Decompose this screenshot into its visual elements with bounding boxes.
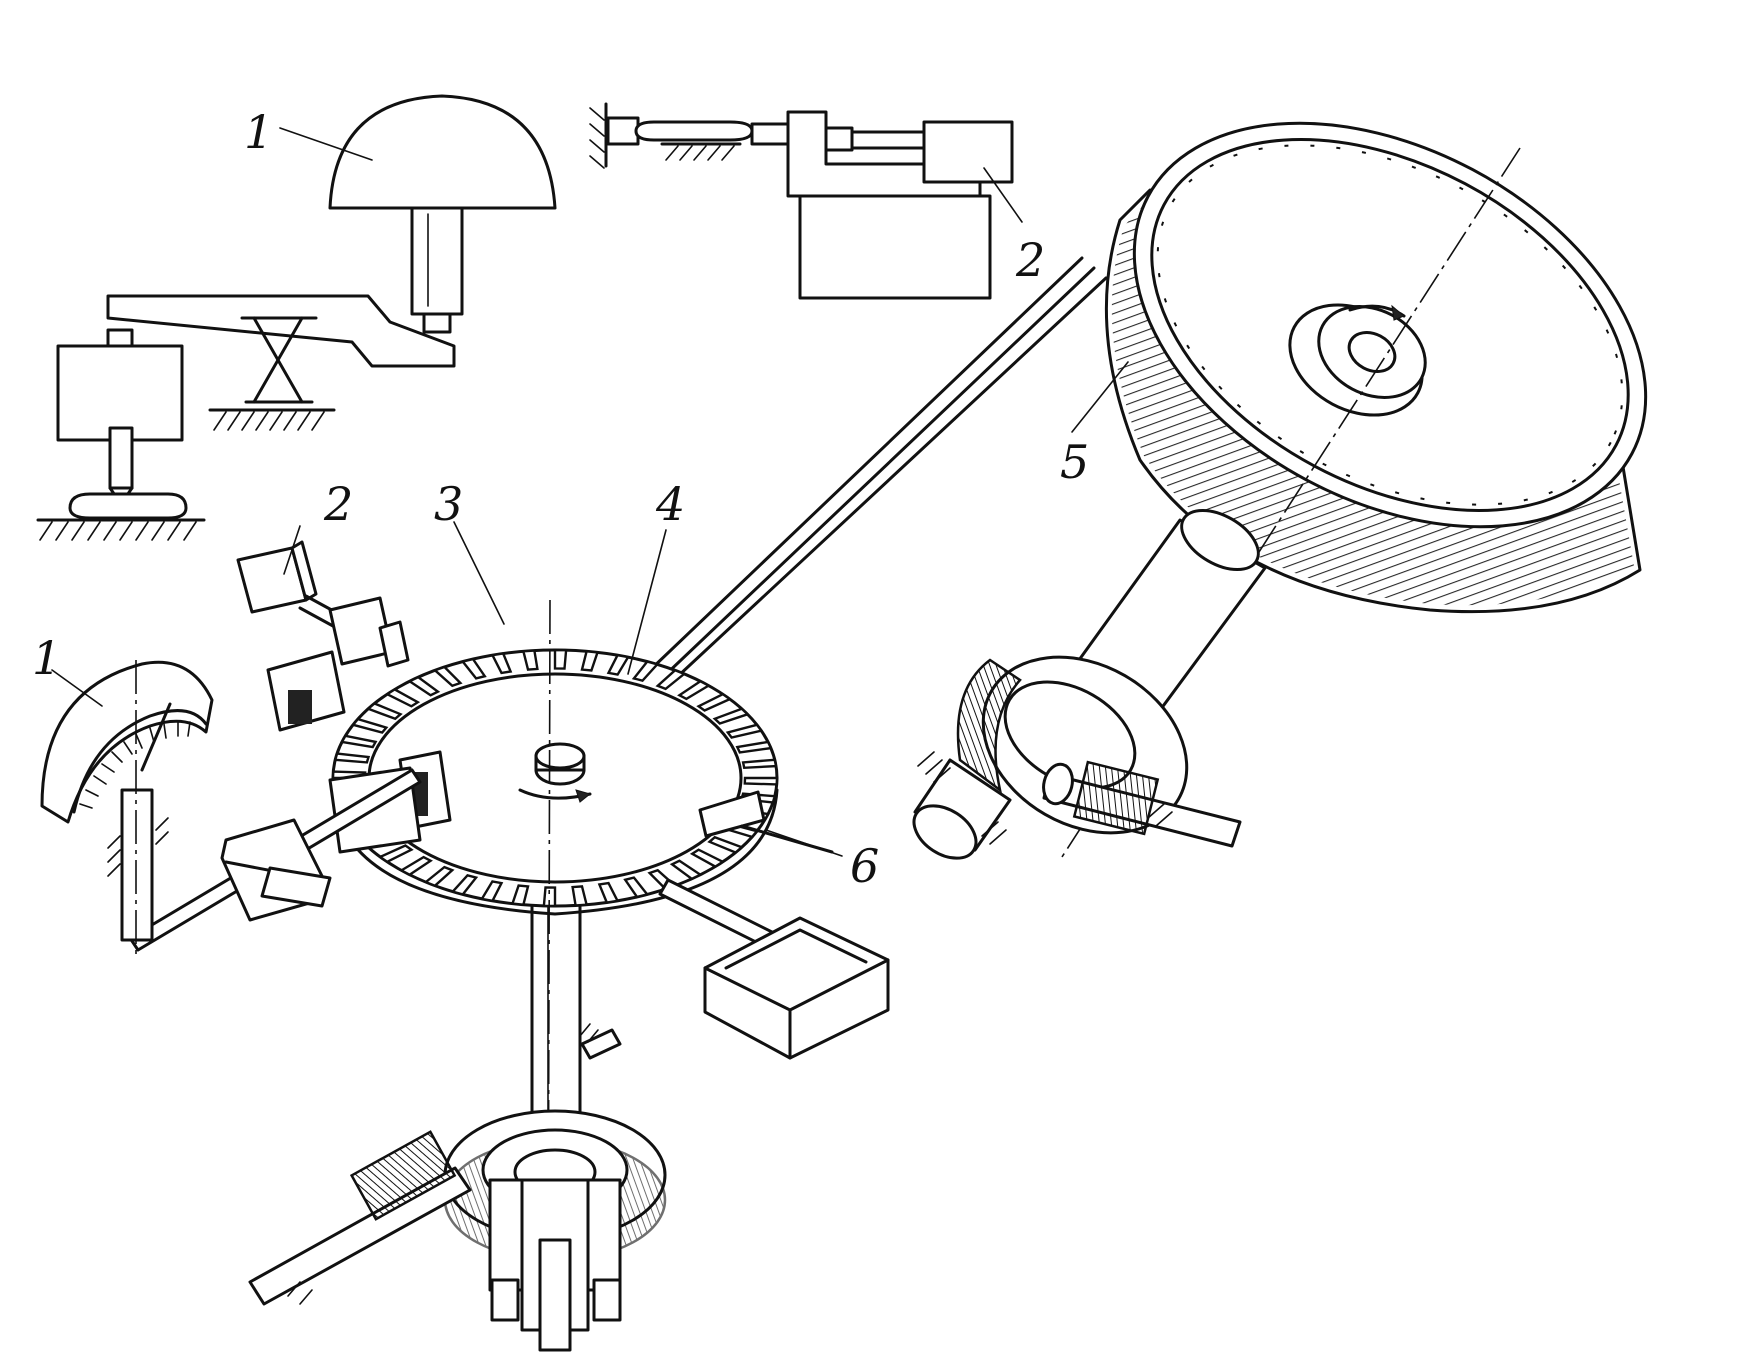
label-upper-2: 2: [1015, 233, 1045, 287]
drum-worm: [1042, 760, 1242, 848]
table-slot: [365, 702, 403, 721]
specimen-2: [634, 120, 754, 142]
collection-box: [703, 916, 890, 1060]
drive-belt: [646, 256, 1108, 682]
table-slot: [542, 886, 557, 908]
ground-hatch-2: [36, 518, 206, 541]
table-slot: [623, 876, 650, 899]
lever-scheme-inset: [36, 94, 557, 541]
callout-labels: 1 2 2 3 4 1 5 6: [32, 105, 1089, 893]
actuator-base: [798, 194, 992, 300]
table-slot: [553, 648, 568, 670]
table-slot: [490, 652, 513, 675]
table-slot: [689, 848, 726, 868]
pusher-6: [698, 790, 766, 838]
wall-hatch: [589, 102, 608, 169]
ground-hatch-1: [208, 408, 336, 431]
table-slot: [460, 657, 487, 680]
label-2: 2: [323, 477, 353, 531]
table-slot: [580, 650, 600, 672]
table-slot: [606, 653, 631, 676]
lever-arm: [106, 294, 456, 368]
table-slot: [677, 679, 712, 701]
drum-assembly: [646, 121, 1648, 861]
table-slot: [423, 865, 455, 888]
table-slot: [479, 880, 504, 903]
label-4: 4: [655, 477, 685, 531]
table-slot: [510, 884, 530, 906]
table-slot: [407, 675, 441, 697]
table-slot: [384, 688, 421, 708]
table-slot: [521, 649, 539, 671]
table-slot: [743, 776, 779, 786]
label-6: 6: [850, 839, 879, 893]
left-stations: [40, 540, 452, 960]
table-slot: [631, 660, 660, 683]
table-slot: [597, 881, 620, 904]
rotary-table: [248, 599, 890, 1352]
dome-weight: [328, 94, 557, 210]
table-slot: [712, 707, 750, 725]
label-3: 3: [434, 477, 463, 531]
table-slot: [398, 855, 433, 877]
table-slot: [707, 835, 745, 854]
actuator-scheme-inset: [589, 102, 1014, 300]
leader-lines: [51, 127, 1129, 857]
dome-stem: [410, 206, 464, 316]
table-slot: [655, 668, 687, 691]
table-slot: [669, 859, 703, 881]
table-slot: [571, 885, 589, 907]
scissor-fulcrum: [240, 316, 318, 404]
drum-hub: [1288, 303, 1427, 417]
table-slot: [450, 873, 479, 896]
table-slot: [735, 740, 773, 754]
dial-stem: [120, 788, 154, 942]
label-upper-1: 1: [244, 105, 273, 159]
drum-gear: [956, 658, 1022, 794]
dial-needle: [140, 702, 172, 772]
table-slot: [340, 734, 378, 749]
table-slot: [696, 692, 733, 712]
table-slot: [432, 665, 463, 688]
table-slot: [725, 723, 764, 739]
table-slot: [333, 752, 371, 764]
actuator-2: [922, 120, 1014, 184]
table-slot: [350, 717, 389, 734]
label-1: 1: [32, 631, 61, 685]
table-drive: [248, 1023, 667, 1352]
load-block: [56, 344, 184, 442]
label-5: 5: [1060, 435, 1089, 489]
table-slot: [377, 844, 414, 864]
specimen: [68, 492, 188, 520]
table-slot: [741, 758, 778, 770]
